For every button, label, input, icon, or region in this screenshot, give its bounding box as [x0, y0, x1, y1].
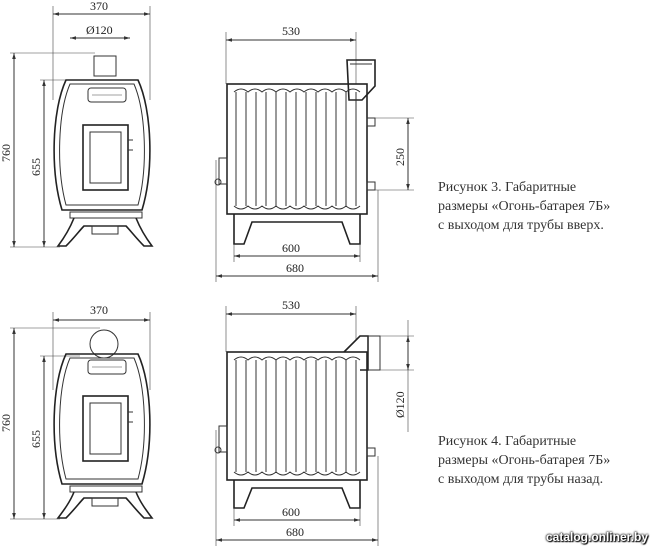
fig4-front-legs	[56, 491, 154, 519]
fig3-side-base-outer: 680	[286, 261, 304, 275]
fig3-side-body	[226, 83, 368, 215]
fig4-side-base-inner: 600	[282, 505, 300, 519]
fig4-side-pipe-diameter: Ø120	[393, 391, 407, 418]
fig3-side-view: 530 250 600 680	[214, 24, 414, 282]
fig3-side-legs	[233, 214, 361, 245]
fig4-side-base-outer: 680	[286, 525, 304, 539]
fig3-side-fins	[233, 88, 361, 210]
fig3-pipe-diameter-label: Ø120	[86, 23, 113, 37]
fig4-caption-line-1: Рисунок 4. Габаритные	[438, 434, 577, 449]
fig4-front-height-door: 655	[29, 430, 43, 448]
fig3-caption-line-3: с выходом для трубы вверх.	[438, 218, 604, 233]
fig3-caption-line-2: размеры «Огонь-батарея 7Б»	[438, 199, 611, 214]
fig4-side-legs	[233, 480, 361, 509]
fig4-side-view: 530 Ø120 600 680	[214, 298, 414, 546]
fig4-side-depth-label: 530	[282, 298, 300, 312]
fig4-caption: Рисунок 4. Габаритные размеры «Огонь-бат…	[438, 432, 654, 489]
fig4-side-body	[226, 351, 368, 481]
fig4-front-width-label: 370	[90, 303, 108, 317]
fig3-caption-line-1: Рисунок 3. Габаритные	[438, 180, 577, 195]
fig3-side-pipe-offset: 250	[393, 148, 407, 166]
fig3-front-pipe	[93, 55, 117, 77]
fig3-front-width-label: 370	[90, 0, 108, 13]
fig3-front-height-total: 760	[0, 144, 13, 162]
fig3-front-body	[53, 79, 151, 211]
fig3-front-height-door: 655	[29, 158, 43, 176]
fig4-front-height-total: 760	[0, 414, 13, 432]
fig3-front-legs	[56, 217, 154, 247]
fig4-side-fins	[233, 356, 361, 476]
fig3-side-depth-label: 530	[282, 24, 300, 38]
fig3-side-pipe	[346, 59, 376, 101]
fig3-side-base-inner: 600	[282, 241, 300, 255]
fig4-front-view: 370 760 655	[0, 303, 154, 520]
fig4-front-body	[53, 353, 151, 485]
fig3-front-view: 370 Ø120 760 655	[0, 0, 154, 248]
fig4-caption-line-3: с выходом для трубы назад.	[438, 472, 604, 487]
site-watermark: catalog.onliner.by	[545, 530, 648, 544]
fig4-caption-line-2: размеры «Огонь-батарея 7Б»	[438, 453, 611, 468]
fig4-front-door	[82, 395, 129, 462]
fig3-caption: Рисунок 3. Габаритные размеры «Огонь-бат…	[438, 178, 654, 235]
fig3-front-door	[82, 124, 129, 191]
